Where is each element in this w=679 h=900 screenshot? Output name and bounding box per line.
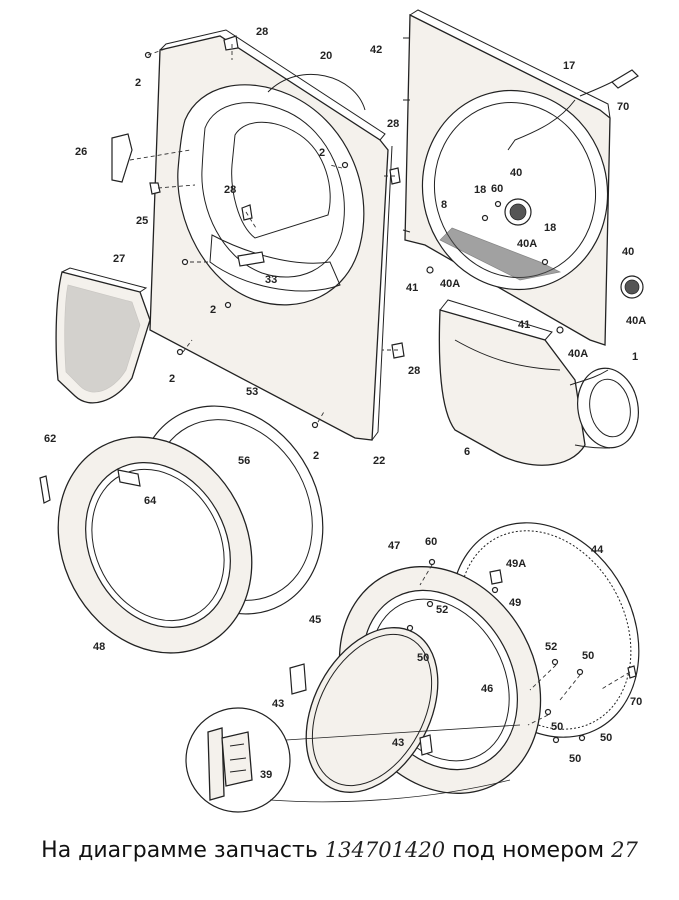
callout: 64 xyxy=(144,495,157,507)
callout: 28 xyxy=(408,365,420,377)
callout: 20 xyxy=(320,50,332,62)
callout: 40 xyxy=(622,246,634,258)
callout: 70 xyxy=(617,101,629,113)
door-assembly-front xyxy=(39,405,324,654)
callout: 6 xyxy=(464,446,470,458)
rear-bulkhead xyxy=(402,9,644,346)
callout: 40A xyxy=(517,238,537,250)
callout: 52 xyxy=(436,604,448,616)
callout: 60 xyxy=(491,183,503,195)
callout: 48 xyxy=(93,641,105,653)
caption-prefix: На диаграмме запчасть xyxy=(41,838,318,863)
callout: 53 xyxy=(246,386,258,398)
callout: 50 xyxy=(551,721,563,733)
hinge-detail xyxy=(185,707,521,813)
callout: 2 xyxy=(135,77,141,89)
front-panel xyxy=(149,29,393,441)
callout: 50 xyxy=(417,652,429,664)
callout: 40A xyxy=(568,348,588,360)
callout: 42 xyxy=(370,44,382,56)
small-parts-upper xyxy=(111,35,564,429)
callout: 50 xyxy=(569,753,581,765)
callout: 17 xyxy=(563,60,575,72)
callout: 40A xyxy=(440,278,460,290)
caption-callout-number: 27 xyxy=(611,838,638,862)
callout: 62 xyxy=(44,433,56,445)
callout: 49 xyxy=(509,597,521,609)
callout: 2 xyxy=(319,147,325,159)
callout: 52 xyxy=(545,641,557,653)
callout: 27 xyxy=(113,253,125,265)
callout: 47 xyxy=(388,540,400,552)
blower-duct xyxy=(438,299,639,466)
callout: 56 xyxy=(238,455,250,467)
callout: 1 xyxy=(632,351,638,363)
callout: 18 xyxy=(474,184,486,196)
callout: 28 xyxy=(387,118,399,130)
callout-labels: 28 20 42 17 70 2 26 2 28 25 28 18 60 40 … xyxy=(44,26,646,781)
callout: 28 xyxy=(224,184,236,196)
callout: 44 xyxy=(591,544,604,556)
callout: 39 xyxy=(260,769,272,781)
callout: 41 xyxy=(406,282,418,294)
callout: 2 xyxy=(313,450,319,462)
callout: 46 xyxy=(481,683,493,695)
callout: 33 xyxy=(265,274,277,286)
callout: 43 xyxy=(392,737,404,749)
callout: 70 xyxy=(630,696,642,708)
callout: 49A xyxy=(506,558,526,570)
callout: 50 xyxy=(582,650,594,662)
caption-part-number: 134701420 xyxy=(324,838,446,862)
callout: 60 xyxy=(425,536,437,548)
callout: 8 xyxy=(441,199,447,211)
lint-filter xyxy=(55,267,151,404)
callout: 2 xyxy=(169,373,175,385)
callout: 45 xyxy=(309,614,321,626)
callout: 18 xyxy=(544,222,556,234)
door-assembly-rear xyxy=(289,522,640,794)
callout: 22 xyxy=(373,455,385,467)
callout: 2 xyxy=(210,304,216,316)
callout: 25 xyxy=(136,215,148,227)
callout: 40A xyxy=(626,315,646,327)
caption-middle: под номером xyxy=(452,838,605,863)
callout: 43 xyxy=(272,698,284,710)
callout: 50 xyxy=(600,732,612,744)
callout: 41 xyxy=(518,319,530,331)
callout: 40 xyxy=(510,167,522,179)
caption-text: На диаграмме запчасть 134701420 под номе… xyxy=(0,838,679,863)
callout: 28 xyxy=(256,26,268,38)
callout: 26 xyxy=(75,146,87,158)
